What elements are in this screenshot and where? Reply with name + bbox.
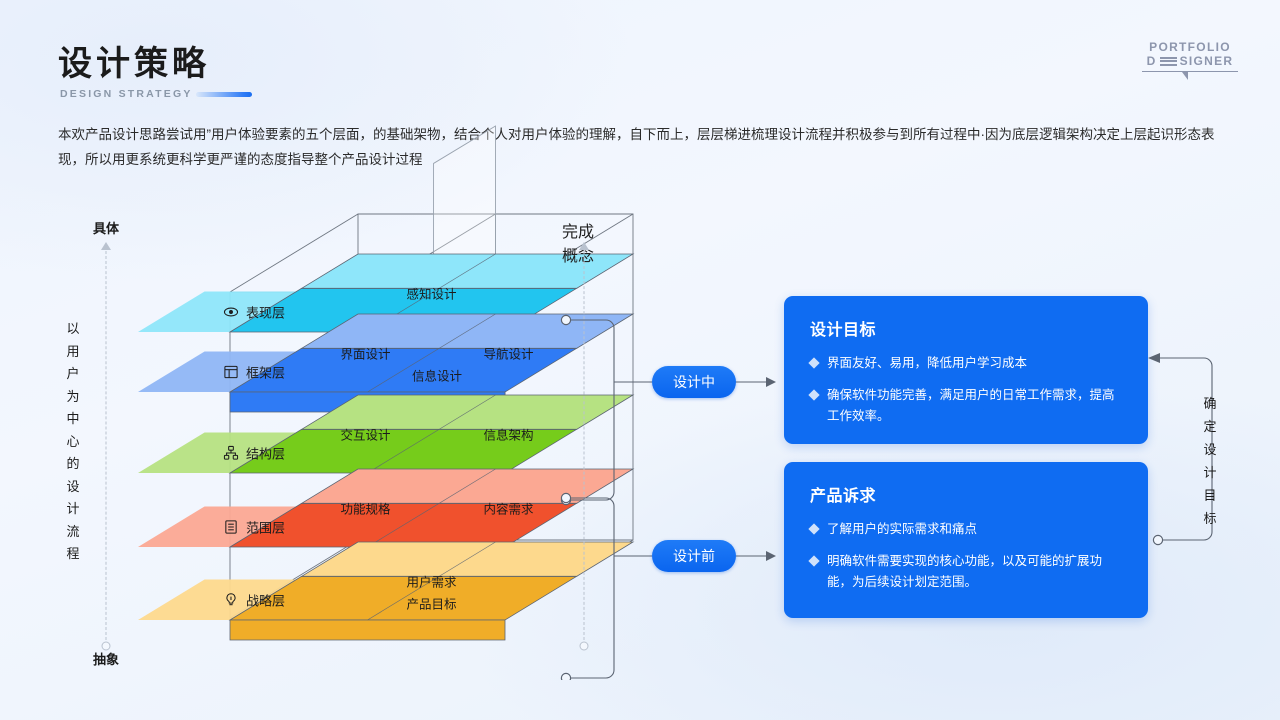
left-axis-top-label: 具体 <box>92 221 120 236</box>
card-title: 设计目标 <box>810 322 877 339</box>
vertical-label-char: 计 <box>66 501 80 516</box>
middle-axis-line <box>583 246 585 640</box>
card-product-demands[interactable]: 产品诉求 了解用户的实际需求和痛点 明确软件需要实现的核心功能，以及可能的扩展功… <box>784 462 1148 618</box>
list-item: 界面友好、易用，降低用户学习成本 <box>808 353 1124 374</box>
brand-underline <box>1142 71 1238 80</box>
card-design-goals[interactable]: 设计目标 界面友好、易用，降低用户学习成本 确保软件功能完善，满足用户的日常工作… <box>784 296 1148 444</box>
middle-connectors: 设计中 设计前 <box>540 210 780 684</box>
vertical-label-char: 户 <box>66 366 80 381</box>
brand-logo: PORTFOLIO D SIGNER <box>1142 40 1238 80</box>
middle-axis-bottom-label: 概念 <box>562 248 595 265</box>
pill-design-in-progress[interactable]: 设计中 <box>652 366 736 398</box>
card-bullet-list: 了解用户的实际需求和痛点 明确软件需要实现的核心功能，以及可能的扩展功能，为后续… <box>808 519 1124 593</box>
vertical-label-char: 确 <box>1203 396 1217 411</box>
pill-pre-design[interactable]: 设计前 <box>652 540 736 572</box>
vertical-label-char: 设 <box>1203 442 1217 457</box>
card-bullet-list: 界面友好、易用，降低用户学习成本 确保软件功能完善，满足用户的日常工作需求，提高… <box>808 353 1124 427</box>
list-item-text: 界面友好、易用，降低用户学习成本 <box>827 356 1028 370</box>
intro-paragraph: 本欢产品设计思路尝试用”用户体验要素的五个层面，的基础架物，结合个人对用户体验的… <box>58 127 1215 167</box>
list-item: 明确软件需要实现的核心功能，以及可能的扩展功能，为后续设计划定范围。 <box>808 551 1124 593</box>
list-item-text: 明确软件需要实现的核心功能，以及可能的扩展功能，为后续设计划定范围。 <box>827 554 1103 589</box>
middle-axis: 完成 概念 <box>562 218 606 668</box>
vertical-label-char: 以 <box>66 321 80 336</box>
diamond-bullet-icon <box>808 523 820 535</box>
diamond-bullet-icon <box>808 357 820 369</box>
diamond-bullet-icon <box>808 389 820 401</box>
vertical-label-char: 为 <box>66 388 80 404</box>
page-subtitle: DESIGN STRATEGY <box>60 88 193 100</box>
vertical-label-char: 流 <box>66 523 80 539</box>
ux-layers-cube: 表现层框架层结构层范围层战略层感知设计界面设计导航设计信息设计交互设计信息架构功… <box>130 125 635 675</box>
list-item-text: 了解用户的实际需求和痛点 <box>827 522 978 536</box>
list-item: 了解用户的实际需求和痛点 <box>808 519 1124 540</box>
left-axis-dot-icon <box>101 641 111 651</box>
left-axis: 具体 抽象 <box>84 218 128 668</box>
list-item: 确保软件功能完善，满足用户的日常工作需求，提高工作效率。 <box>808 385 1124 427</box>
brand-word-signer: SIGNER <box>1179 54 1234 68</box>
brand-letter-d: D <box>1146 54 1157 68</box>
card-title: 产品诉求 <box>810 488 877 505</box>
vertical-label-char: 计 <box>1203 465 1217 480</box>
vertical-label-char: 标 <box>1203 511 1217 526</box>
vertical-label-char: 设 <box>66 478 80 494</box>
vertical-label-char: 定 <box>1203 419 1217 434</box>
left-axis-bottom-label: 抽象 <box>92 652 120 667</box>
brand-bars-icon <box>1159 56 1177 66</box>
middle-connector-svg <box>560 314 776 684</box>
left-vertical-label: 以用户为中心的设计流程 <box>62 318 84 566</box>
right-bracket-svg <box>1148 353 1213 546</box>
right-vertical-label: 确定设计目标 <box>1200 392 1220 530</box>
brand-line-1: PORTFOLIO <box>1149 40 1231 54</box>
vertical-label-char: 目 <box>1203 488 1217 503</box>
middle-axis-dot-icon <box>579 641 589 651</box>
title-accent-bar <box>196 92 252 97</box>
cube-svg <box>138 125 635 641</box>
right-bracket <box>1142 336 1252 566</box>
diamond-bullet-icon <box>808 555 820 567</box>
vertical-label-char: 心 <box>66 433 80 449</box>
left-axis-line <box>105 246 107 640</box>
vertical-label-char: 程 <box>66 546 80 561</box>
brand-line-2: D SIGNER <box>1142 54 1238 68</box>
middle-axis-top-label: 完成 <box>562 224 595 241</box>
vertical-label-char: 中 <box>66 411 80 426</box>
vertical-label-char: 的 <box>66 456 80 471</box>
page-title: 设计策略 <box>58 45 210 83</box>
vertical-label-char: 用 <box>66 343 80 359</box>
list-item-text: 确保软件功能完善，满足用户的日常工作需求，提高工作效率。 <box>827 388 1115 423</box>
